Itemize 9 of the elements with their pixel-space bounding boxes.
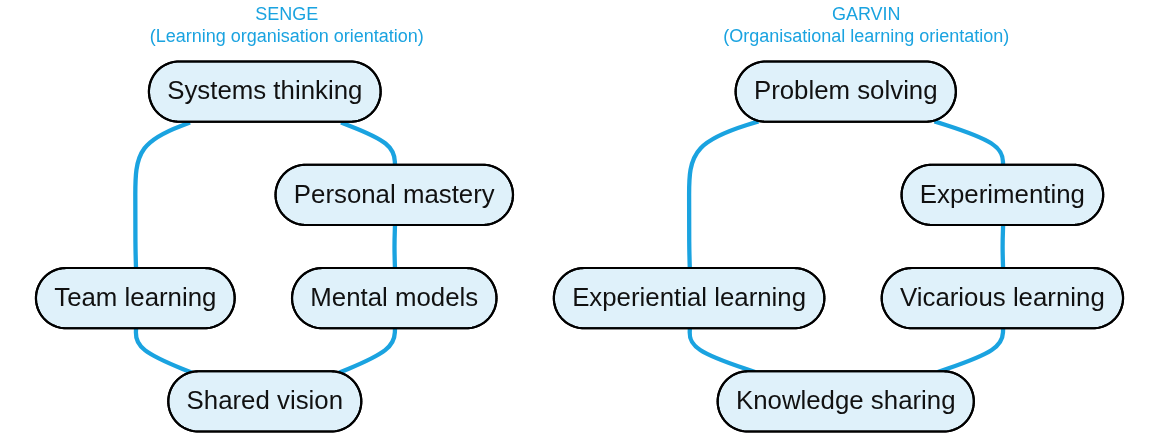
connector <box>338 328 398 375</box>
diagram-subheading: (Learning organisation orientation) <box>149 25 424 47</box>
diagram-subheading: (Organisational learning orientation) <box>723 25 1010 47</box>
diagram-heading: SENGE <box>254 3 320 25</box>
connector <box>133 328 193 375</box>
connector <box>1000 225 1006 269</box>
connector <box>392 225 398 269</box>
diagram-heading: GARVIN <box>830 3 902 25</box>
connector <box>686 119 760 269</box>
